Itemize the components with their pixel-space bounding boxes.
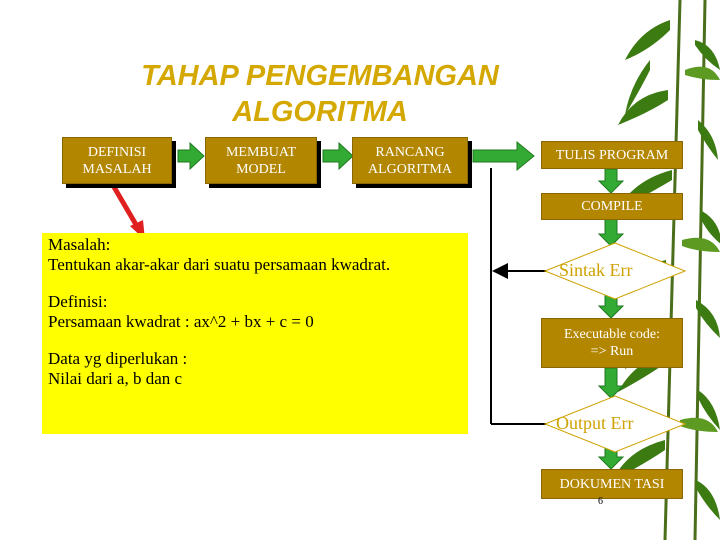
step-executable-line1: Executable code: [563,327,660,342]
green-arrow-4 [597,168,625,194]
definisi-text: Persamaan kwadrat : ax^2 + bx + c = 0 [48,312,314,331]
definisi-label: Definisi: [48,292,108,311]
step-rancang-line2: ALGORITMA [368,162,452,177]
sintak-diamond [543,242,687,300]
page-number: 6 [598,496,603,507]
step-definisi-line2: MASALAH [82,162,152,177]
step-model-line2: MODEL [236,162,286,177]
step-compile: COMPILE [541,193,683,220]
step-definisi-masalah: DEFINISI MASALAH [62,137,172,184]
step-rancang-line1: RANCANG [375,145,445,160]
step-executable: Executable code: => Run [541,318,683,368]
step-tulis-program: TULIS PROGRAM [541,141,683,169]
title-line-1: TAHAP PENGEMBANGAN [141,60,499,92]
sintak-err-label: Sintak Err [559,260,633,280]
green-arrow-1 [177,141,205,171]
green-arrow-3 [472,140,535,172]
green-arrow-2 [322,141,354,171]
data-label: Data yg diperlukan : [48,349,188,368]
title-line-2: ALGORITMA [232,96,408,128]
step-membuat-model: MEMBUAT MODEL [205,137,317,184]
green-arrows [177,140,625,470]
green-arrow-5 [597,218,625,247]
step-model-line1: MEMBUAT [225,145,296,160]
page-title: TAHAP PENGEMBANGAN ALGORITMA [90,58,550,130]
output-diamond [543,395,687,453]
step-dokumentasi: DOKUMEN TASI [541,469,683,499]
output-err-label: Output Err [556,413,634,433]
step-rancang-algoritma: RANCANG ALGORITMA [352,137,468,184]
step-definisi-line1: DEFINISI [87,145,147,160]
data-text: Nilai dari a, b dan c [48,369,183,388]
masalah-text: Tentukan akar-akar dari suatu persamaan … [48,255,391,274]
green-arrow-7 [597,367,625,399]
masalah-label: Masalah: [48,235,111,254]
problem-definition-panel: Masalah: Tentukan akar-akar dari suatu p… [42,233,468,434]
step-executable-line2: => Run [590,344,634,359]
